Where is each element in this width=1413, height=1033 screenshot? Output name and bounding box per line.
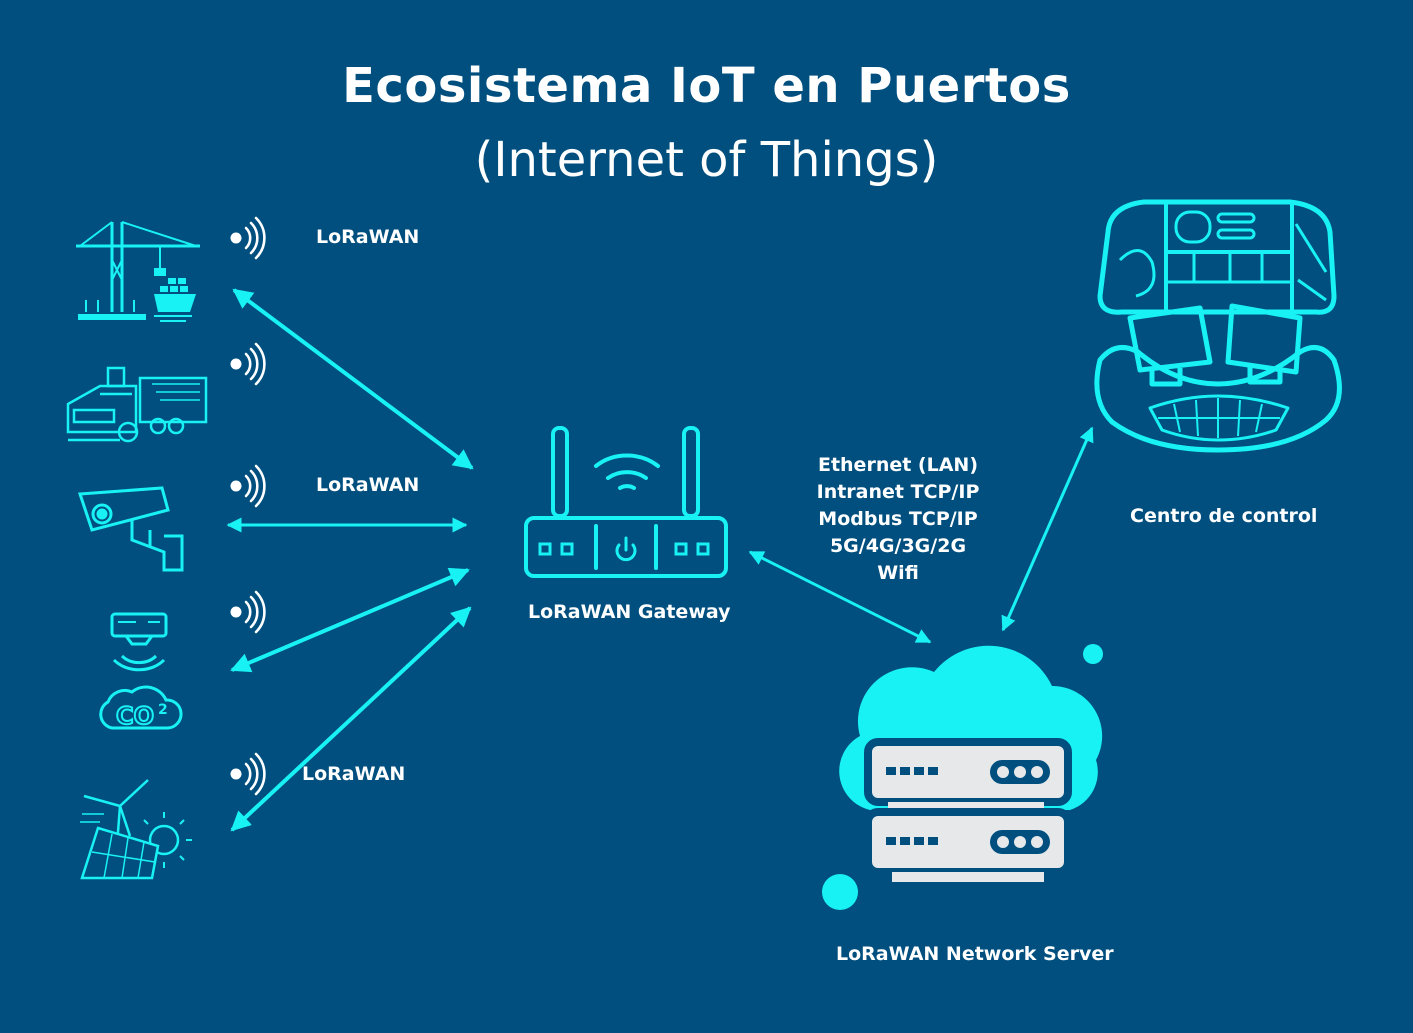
link-energy-gateway <box>230 606 472 832</box>
svg-text:2: 2 <box>158 702 168 718</box>
control-center-label: Centro de control <box>1130 505 1318 527</box>
gateway-label: LoRaWAN Gateway <box>528 601 731 623</box>
truck-icon <box>66 366 208 443</box>
link-co2-gateway <box>230 567 470 673</box>
protocol-item: Wifi <box>877 562 919 584</box>
security-camera-icon <box>77 486 184 572</box>
control-room-icon <box>1094 199 1342 453</box>
diagram-subtitle: (Internet of Things) <box>474 132 939 188</box>
protocol-list: Ethernet (LAN) Intranet TCP/IP Modbus TC… <box>798 452 998 587</box>
device-link-label: LoRaWAN <box>316 226 420 248</box>
co2-sensor-icon: CO 2 <box>99 612 183 731</box>
protocol-item: Modbus TCP/IP <box>818 508 978 530</box>
signal-icon <box>230 752 266 796</box>
protocol-item: Ethernet (LAN) <box>817 454 979 476</box>
svg-text:CO: CO <box>116 702 154 730</box>
diagram-title: Ecosistema IoT en Puertos <box>342 58 1071 114</box>
protocol-item: 5G/4G/3G/2G <box>829 535 967 557</box>
link-crane-gateway <box>232 288 474 470</box>
signal-icon <box>230 216 266 260</box>
cloud-server-icon <box>822 644 1103 910</box>
device-link-label: LoRaWAN <box>316 474 420 496</box>
protocol-item: Intranet TCP/IP <box>816 481 980 503</box>
port-crane-ship-icon <box>76 221 200 322</box>
router-icon <box>524 426 728 578</box>
link-server-control <box>1001 426 1094 632</box>
network-server-label: LoRaWAN Network Server <box>836 943 1114 965</box>
signal-icon <box>230 342 266 386</box>
renewable-energy-icon <box>80 779 192 880</box>
signal-icon <box>230 464 266 508</box>
signal-icon <box>230 590 266 634</box>
link-gateway-server <box>748 550 932 644</box>
device-link-label: LoRaWAN <box>302 763 406 785</box>
